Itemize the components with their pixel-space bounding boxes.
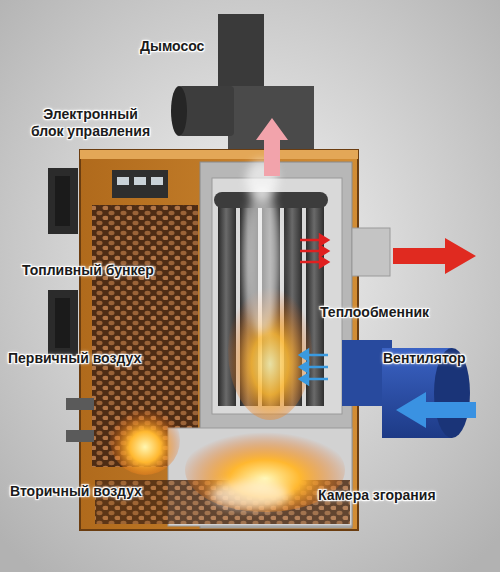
smoke bbox=[210, 481, 290, 509]
smoke bbox=[244, 185, 280, 335]
part-label: Дымосос bbox=[140, 38, 204, 55]
side-box-face bbox=[55, 298, 70, 348]
part-label: Топливный бункер bbox=[22, 262, 154, 279]
heat-arrow-head bbox=[320, 235, 328, 245]
exhaust-arrow bbox=[256, 118, 288, 176]
heat-arrow bbox=[300, 250, 320, 253]
air-arrow bbox=[308, 366, 328, 369]
part-label: Первичный воздух bbox=[8, 350, 141, 367]
air-arrows bbox=[300, 350, 328, 384]
part-label: Вентилятор bbox=[383, 350, 466, 367]
part-label: Теплообменник bbox=[320, 304, 429, 321]
air-arrow-head bbox=[300, 362, 308, 372]
heat-arrow-head bbox=[320, 246, 328, 256]
part-label: Камера згорания bbox=[318, 487, 436, 504]
air-pipe bbox=[66, 430, 94, 442]
cold-arrow bbox=[396, 392, 476, 428]
display bbox=[134, 177, 146, 185]
motor-end bbox=[171, 86, 187, 136]
side-box bbox=[48, 290, 78, 356]
heat-arrows bbox=[300, 235, 328, 267]
boiler-body bbox=[80, 150, 358, 530]
display bbox=[117, 177, 129, 185]
hot-outlet bbox=[352, 228, 390, 276]
display bbox=[151, 177, 163, 185]
hot-arrow bbox=[393, 238, 476, 274]
body-top bbox=[80, 150, 358, 159]
air-arrow bbox=[308, 378, 328, 381]
air-pipe bbox=[66, 398, 94, 410]
chimney bbox=[218, 14, 264, 94]
part-label: Вторичный воздух bbox=[10, 483, 142, 500]
air-arrow-head bbox=[300, 350, 308, 360]
control-panel bbox=[112, 170, 168, 198]
control-unit bbox=[48, 168, 78, 234]
heat-arrow bbox=[300, 261, 320, 264]
control-unit-face bbox=[55, 176, 70, 226]
flame bbox=[110, 405, 180, 475]
air-arrow bbox=[308, 354, 328, 357]
air-arrow-head bbox=[300, 374, 308, 384]
heat-arrow bbox=[300, 239, 320, 242]
heat-arrow-head bbox=[320, 257, 328, 267]
part-label: Электронный блок управления bbox=[28, 106, 153, 140]
